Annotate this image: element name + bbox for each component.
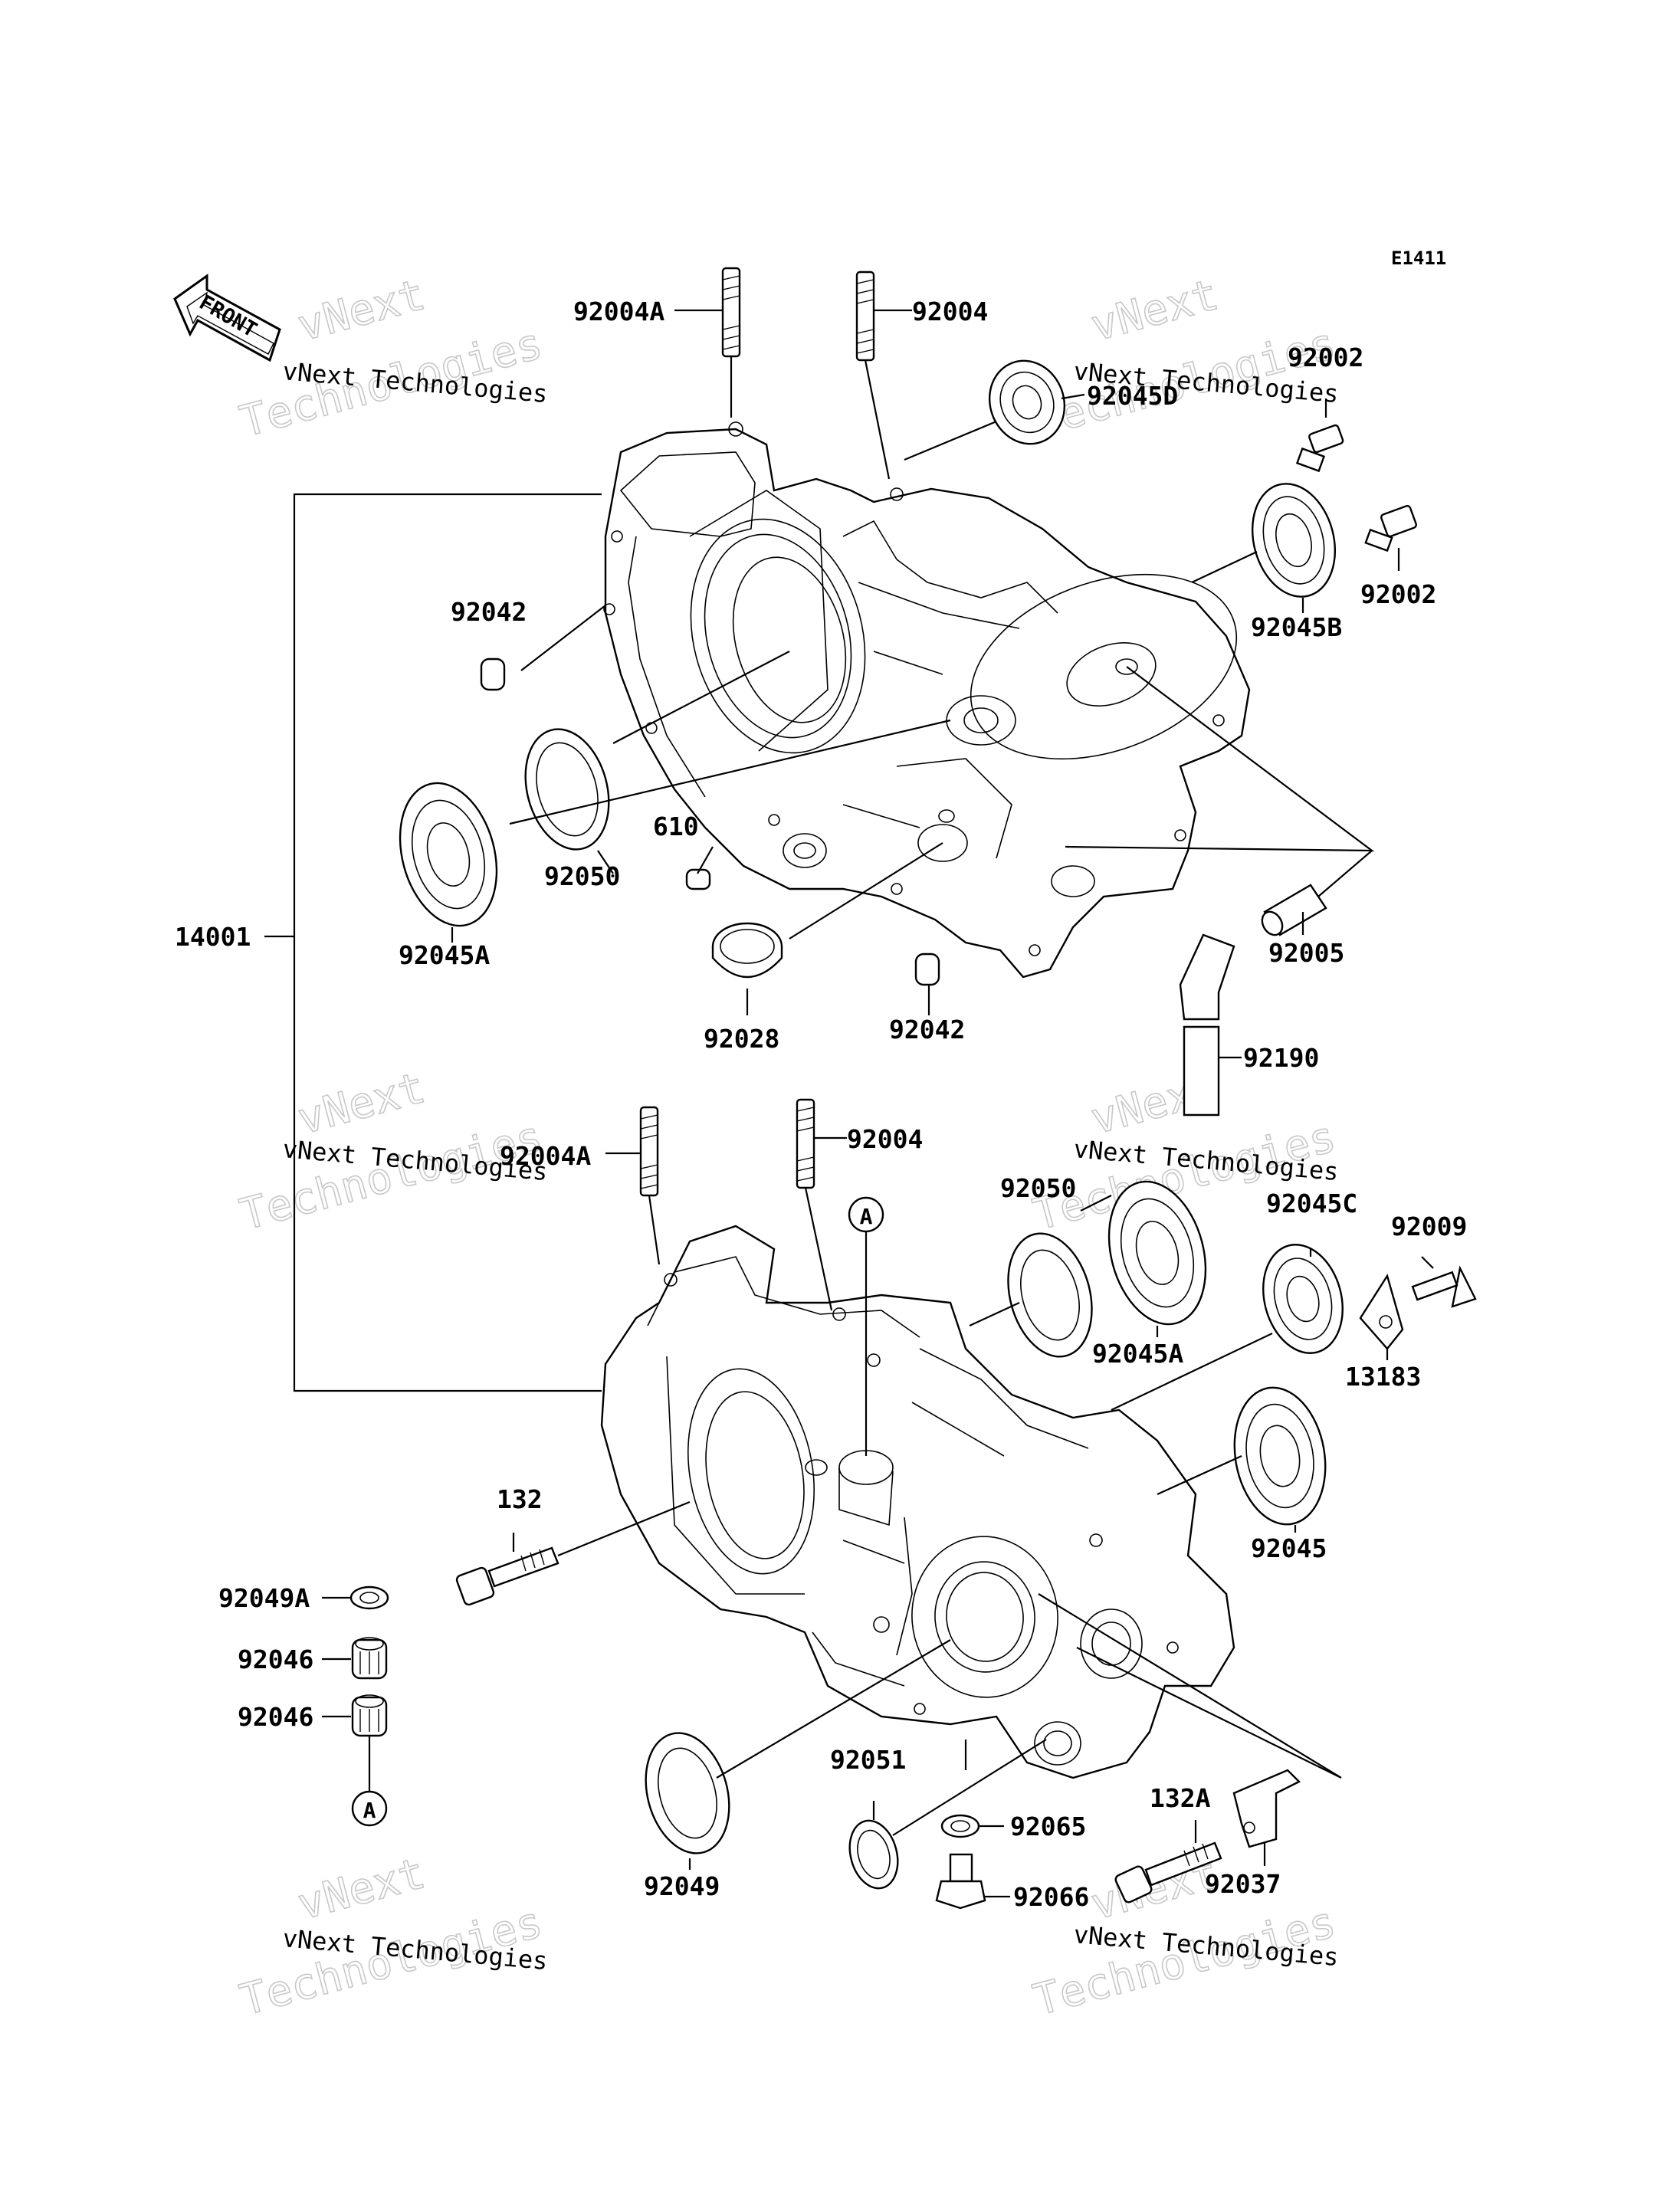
collar-92028 — [711, 922, 783, 978]
label-92049A: 92049A — [218, 1583, 310, 1613]
label-92004-top: 92004 — [912, 297, 988, 326]
bearing-92045C — [1262, 1244, 1344, 1354]
watermark-bottom-right: vNext Technologies vNext Technologies — [1028, 1848, 1341, 2026]
lower-crankcase — [600, 1225, 1235, 1779]
label-92051: 92051 — [830, 1745, 906, 1775]
oil-seal-92050-top — [524, 728, 610, 851]
bracket-14001 — [264, 493, 602, 1392]
label-92004A-top: 92004A — [573, 297, 664, 326]
needle-bearing-92046-a — [351, 1637, 388, 1680]
dowel-pin-92042-top — [480, 657, 506, 691]
bolt-132A — [1114, 1841, 1222, 1904]
clamp-92037 — [1232, 1769, 1301, 1848]
label-14001: 14001 — [175, 922, 251, 952]
stud-bolt-92004A-bottom — [639, 1106, 659, 1197]
label-92037: 92037 — [1205, 1869, 1281, 1899]
pin-610 — [685, 868, 711, 890]
watermark-top-left: vNext Technologies vNext Technologies — [235, 269, 549, 448]
stud-bolt-92004A-top — [721, 267, 741, 358]
stud-bolt-92004-top — [855, 271, 875, 362]
label-92045A-bottom: 92045A — [1092, 1339, 1183, 1369]
label-92002-b: 92002 — [1360, 579, 1436, 609]
label-92028: 92028 — [704, 1024, 779, 1054]
label-92046-b: 92046 — [238, 1702, 313, 1732]
label-92050-bottom: 92050 — [1000, 1173, 1076, 1203]
label-92190: 92190 — [1243, 1043, 1319, 1073]
oil-seal-92050-bottom — [1007, 1232, 1093, 1358]
marker-A-bottom: A — [351, 1790, 388, 1827]
spacer-92049A — [349, 1585, 389, 1610]
stud-bolt-92004-bottom — [796, 1098, 815, 1189]
bearing-92045B — [1251, 483, 1337, 598]
drain-plug-92066 — [935, 1853, 986, 1910]
svg-text:A: A — [363, 1798, 376, 1823]
bearing-92045 — [1233, 1386, 1327, 1526]
label-92042-b: 92042 — [889, 1015, 965, 1044]
label-92045B: 92045B — [1251, 612, 1342, 642]
bolt-92002-b — [1364, 504, 1417, 553]
label-92045C: 92045C — [1266, 1189, 1357, 1218]
label-92004-bottom: 92004 — [847, 1124, 923, 1154]
label-92002-a: 92002 — [1288, 343, 1363, 372]
oil-seal-92051 — [848, 1819, 899, 1890]
needle-bearing-92046-b — [351, 1694, 388, 1737]
plate-13183 — [1359, 1274, 1404, 1350]
label-92004A-bottom: 92004A — [500, 1141, 591, 1171]
label-92045D: 92045D — [1087, 381, 1178, 411]
svg-text:vNext: vNext — [293, 1848, 431, 1930]
label-92066: 92066 — [1013, 1882, 1089, 1912]
label-92045: 92045 — [1251, 1533, 1327, 1563]
bearing-92045D — [988, 359, 1066, 445]
label-132: 132 — [497, 1484, 543, 1514]
diagram-code: E1411 — [1391, 248, 1446, 269]
oil-seal-92049 — [645, 1732, 730, 1854]
bolt-92002-a — [1295, 424, 1344, 473]
label-610: 610 — [653, 812, 699, 841]
bolt-132 — [455, 1546, 559, 1606]
svg-text:vNext: vNext — [293, 270, 431, 351]
front-arrow-icon: FRONT — [173, 274, 281, 362]
watermark-bottom-left: vNext Technologies vNext Technologies — [235, 1848, 549, 2026]
svg-text:A: A — [860, 1204, 873, 1229]
upper-crankcase — [603, 421, 1251, 979]
leader-lines — [322, 309, 1434, 1898]
fitting-92005 — [1261, 884, 1327, 936]
label-92009: 92009 — [1391, 1212, 1467, 1241]
bearing-92045A-bottom — [1107, 1180, 1207, 1326]
bearing-92045A-top — [399, 782, 498, 927]
washer-92065 — [940, 1814, 980, 1838]
label-92005: 92005 — [1268, 938, 1344, 968]
label-92042-a: 92042 — [451, 597, 527, 627]
marker-A-top: A — [848, 1196, 884, 1233]
screw-92009 — [1411, 1265, 1477, 1308]
label-92050-top: 92050 — [544, 861, 620, 891]
dowel-pin-92042-bottom — [914, 953, 940, 986]
label-13183: 13183 — [1345, 1362, 1421, 1392]
svg-text:vNext: vNext — [293, 1063, 431, 1144]
hose-92190 — [1179, 933, 1235, 1117]
label-92065: 92065 — [1010, 1812, 1086, 1841]
label-92045A-top: 92045A — [399, 940, 490, 970]
part-labels: 92004A 92004 92045D 92002 92002 92045B 9… — [175, 297, 1467, 1912]
label-132A: 132A — [1150, 1783, 1211, 1813]
svg-text:vNext: vNext — [1086, 270, 1224, 351]
label-92046-a: 92046 — [238, 1644, 313, 1674]
label-92049: 92049 — [644, 1871, 720, 1901]
